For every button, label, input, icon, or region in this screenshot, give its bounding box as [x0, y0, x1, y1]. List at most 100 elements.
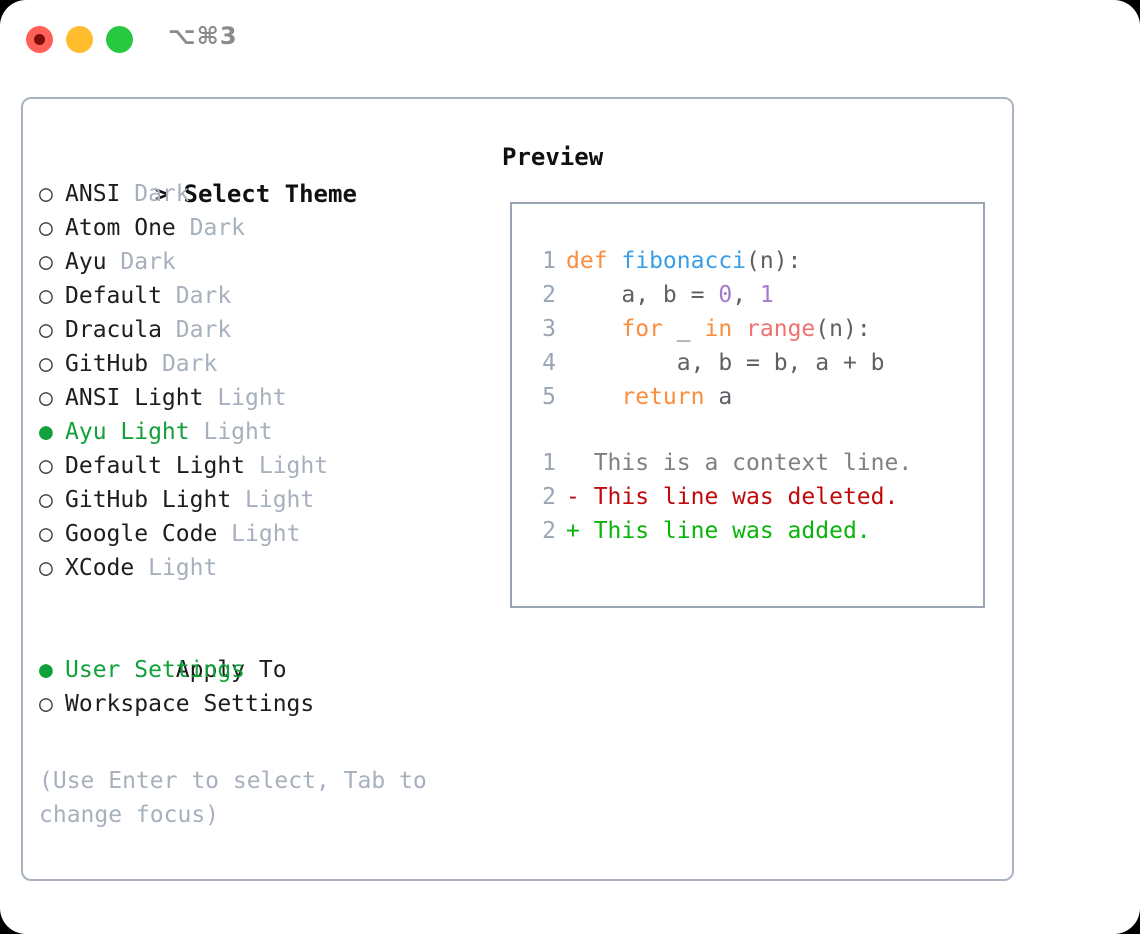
diff-line: 2 - This line was deleted.: [528, 480, 977, 514]
theme-variant-badge: Light: [189, 419, 273, 445]
theme-option-ansi[interactable]: ○ ANSI Dark: [39, 177, 479, 211]
radio-unselected-icon: ○: [39, 691, 67, 717]
theme-option-default[interactable]: ○ Default Dark: [39, 279, 479, 313]
theme-options-list: ○ ANSI Dark○ Atom One Dark○ Ayu Dark○ De…: [39, 177, 479, 585]
code-token: in: [704, 316, 733, 342]
radio-selected-icon: ●: [39, 657, 67, 683]
minimize-icon[interactable]: [66, 26, 93, 53]
line-number: 3: [542, 316, 556, 342]
theme-name: Ayu: [65, 249, 107, 275]
line-number: 4: [542, 350, 556, 376]
title-bar: ⌥⌘3: [0, 0, 1140, 78]
line-number: 1: [542, 450, 556, 476]
theme-variant-badge: Light: [245, 453, 329, 479]
radio-unselected-icon: ○: [39, 487, 67, 513]
code-token: def: [566, 248, 622, 274]
theme-variant-badge: Light: [217, 521, 301, 547]
theme-name: Default: [65, 283, 162, 309]
theme-variant-badge: Light: [134, 555, 218, 581]
theme-variant-badge: Dark: [106, 249, 176, 275]
header-prefix: >: [154, 180, 184, 208]
code-token: a: [704, 384, 733, 410]
theme-option-ayu-light[interactable]: ● Ayu Light Light: [39, 415, 479, 449]
theme-name: Atom One: [65, 215, 176, 241]
radio-unselected-icon: ○: [39, 181, 67, 207]
code-line: 3 for _ in range(n):: [528, 312, 977, 346]
theme-option-default-light[interactable]: ○ Default Light Light: [39, 449, 479, 483]
diff-line: 1 This is a context line.: [528, 446, 977, 480]
code-line: 4 a, b = b, a + b: [528, 346, 977, 380]
theme-variant-badge: Light: [231, 487, 315, 513]
code-token: for: [621, 316, 663, 342]
radio-unselected-icon: ○: [39, 521, 67, 547]
code-token: fibonacci: [621, 248, 747, 274]
theme-name: Google Code: [65, 521, 218, 547]
theme-name: Default Light: [65, 453, 246, 479]
theme-variant-badge: Dark: [175, 215, 246, 241]
theme-variant-badge: Dark: [120, 181, 190, 207]
radio-unselected-icon: ○: [39, 249, 67, 275]
apply-to-options-list: ● User Settings○ Workspace Settings: [39, 653, 479, 721]
code-token: [566, 384, 621, 410]
code-token: a, b = b, a + b: [566, 350, 885, 376]
theme-option-xcode[interactable]: ○ XCode Light: [39, 551, 479, 585]
theme-name: ANSI: [65, 181, 121, 207]
theme-name: GitHub: [65, 351, 149, 377]
theme-option-ansi-light[interactable]: ○ ANSI Light Light: [39, 381, 479, 415]
code-diff-separator: [528, 414, 977, 446]
line-number: 2: [542, 484, 556, 510]
diff-line-text: + This line was added.: [566, 518, 871, 544]
radio-unselected-icon: ○: [39, 453, 67, 479]
code-token: _: [662, 316, 705, 342]
code-token: ,: [732, 282, 760, 308]
theme-variant-badge: Dark: [161, 317, 232, 343]
apply-to-option-label: User Settings: [65, 657, 246, 683]
diff-line-text: - This line was deleted.: [566, 484, 899, 510]
theme-variant-badge: Dark: [161, 283, 232, 309]
theme-list-column: > Select Theme ○ ANSI Dark○ Atom One Dar…: [39, 143, 479, 721]
theme-option-github-light[interactable]: ○ GitHub Light Light: [39, 483, 479, 517]
line-number: 2: [542, 518, 556, 544]
radio-unselected-icon: ○: [39, 351, 67, 377]
theme-name: ANSI Light: [65, 385, 204, 411]
theme-option-atom-one[interactable]: ○ Atom One Dark: [39, 211, 479, 245]
line-number: 2: [542, 282, 556, 308]
keyboard-hint: (Use Enter to select, Tab to change focu…: [39, 768, 441, 828]
code-token: return: [621, 384, 705, 410]
radio-selected-icon: ●: [39, 419, 67, 445]
keyboard-shortcut-label: ⌥⌘3: [168, 22, 238, 50]
radio-unselected-icon: ○: [39, 283, 67, 309]
code-token: 1: [759, 282, 774, 308]
line-number: 1: [542, 248, 556, 274]
code-line: 5 return a: [528, 380, 977, 414]
preview-heading: Preview: [502, 143, 604, 171]
maximize-icon[interactable]: [106, 26, 133, 53]
code-token: (n):: [815, 316, 871, 342]
radio-unselected-icon: ○: [39, 317, 67, 343]
theme-name: Ayu Light: [65, 419, 190, 445]
theme-variant-badge: Dark: [148, 351, 218, 377]
apply-to-option-workspace-settings[interactable]: ○ Workspace Settings: [39, 687, 479, 721]
code-token: a, b =: [566, 282, 719, 308]
theme-name: GitHub Light: [65, 487, 232, 513]
code-line: 1 def fibonacci(n):: [528, 244, 977, 278]
radio-unselected-icon: ○: [39, 555, 67, 581]
theme-option-github[interactable]: ○ GitHub Dark: [39, 347, 479, 381]
theme-name: XCode: [65, 555, 135, 581]
code-line: 2 a, b = 0, 1: [528, 278, 977, 312]
diff-line-text: This is a context line.: [566, 450, 913, 476]
apply-to-option-user-settings[interactable]: ● User Settings: [39, 653, 479, 687]
radio-unselected-icon: ○: [39, 385, 67, 411]
code-token: range: [746, 316, 816, 342]
recording-indicator-icon: [34, 34, 45, 45]
code-token: (n):: [746, 248, 802, 274]
theme-option-ayu[interactable]: ○ Ayu Dark: [39, 245, 479, 279]
code-token: 0: [718, 282, 733, 308]
theme-option-google-code[interactable]: ○ Google Code Light: [39, 517, 479, 551]
theme-option-dracula[interactable]: ○ Dracula Dark: [39, 313, 479, 347]
theme-name: Dracula: [65, 317, 162, 343]
theme-selector-panel: > Select Theme ○ ANSI Dark○ Atom One Dar…: [21, 97, 1014, 881]
diff-line: 2 + This line was added.: [528, 514, 977, 548]
